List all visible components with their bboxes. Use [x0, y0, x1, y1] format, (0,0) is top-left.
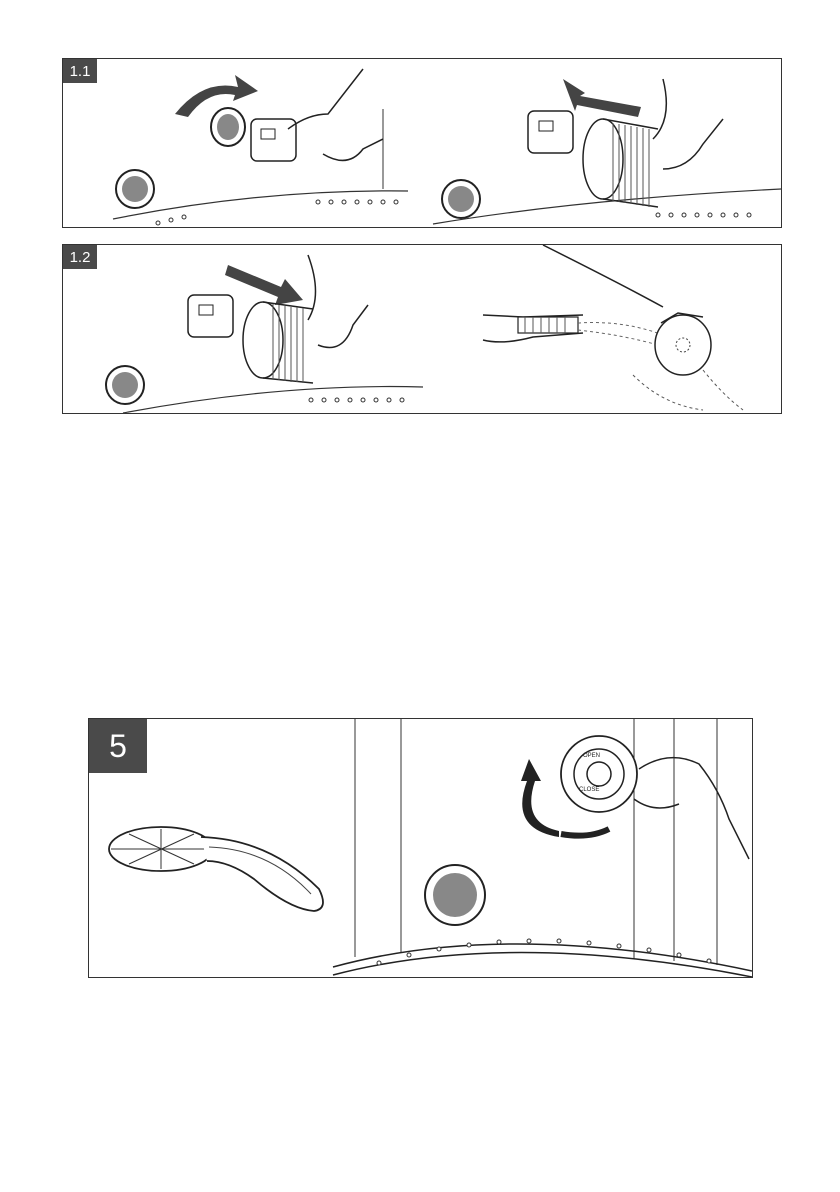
- strainer-grate: [425, 865, 485, 925]
- strainer-grate: [116, 170, 154, 208]
- step-1-1-panel: 1.1: [62, 58, 782, 228]
- step-1-1-illustration: [63, 59, 782, 228]
- valve-key-tool: [109, 827, 323, 911]
- curved-arrow-up-icon: [521, 759, 559, 837]
- step-1-2-panel: 1.2: [62, 244, 782, 414]
- strainer-grate: [106, 366, 144, 404]
- strainer-grate: [442, 180, 480, 218]
- arrow-down-right-icon: [225, 265, 303, 305]
- step-5-illustration: OPEN CLOSE: [89, 719, 753, 978]
- strainer-grate: [211, 108, 245, 146]
- drain-holes: [156, 200, 398, 225]
- step-5-panel: 5 OPEN CLOSE: [88, 718, 753, 978]
- valve-close-text: CLOSE: [579, 787, 599, 793]
- arrow-left-icon: [563, 79, 641, 117]
- step-1-2-illustration: [63, 245, 782, 414]
- curved-arrow-icon: [175, 75, 258, 117]
- valve-open-text: OPEN: [583, 753, 600, 759]
